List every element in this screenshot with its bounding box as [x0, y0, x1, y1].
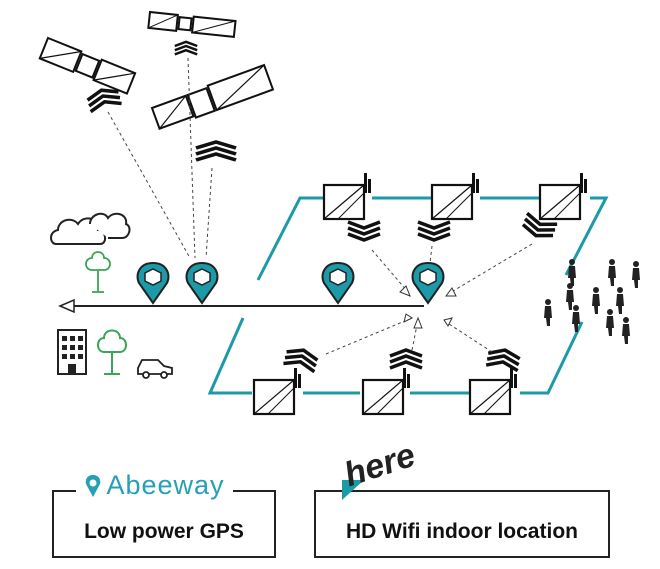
- person-icon: [592, 287, 600, 314]
- signal-chevrons-icon: [196, 142, 236, 160]
- car-icon: [137, 359, 173, 379]
- building-icon: [57, 329, 87, 375]
- wifi-router-icon: [361, 366, 412, 416]
- signal-chevrons-icon: [346, 220, 382, 242]
- here-logo: here: [336, 436, 424, 500]
- wifi-router-icon: [252, 366, 303, 416]
- wifi-legend-label: HD Wifi indoor location: [346, 520, 578, 543]
- wifi-router-icon: [322, 171, 373, 221]
- satellite-icon: [147, 10, 237, 39]
- wifi-arrowheads: [399, 285, 457, 329]
- building-outline: [207, 196, 609, 395]
- person-icon: [616, 287, 624, 314]
- people-group: [544, 259, 640, 344]
- tree-icon: [85, 251, 111, 293]
- gps-signal-lines: [107, 57, 213, 259]
- satellite-icon: [38, 37, 137, 95]
- location-pin-icon: [136, 262, 170, 304]
- tree-icon: [97, 329, 127, 375]
- signal-chevrons-icon: [416, 220, 452, 242]
- location-pin-icon: [85, 474, 101, 497]
- path-arrow: [58, 298, 75, 314]
- abeeway-logo: Abeeway: [76, 470, 233, 501]
- wifi-router-icon: [430, 171, 481, 221]
- location-pin-icon: [321, 262, 355, 304]
- person-icon: [544, 299, 552, 326]
- person-icon: [622, 317, 630, 344]
- location-pin-icon: [185, 262, 219, 304]
- person-icon: [608, 259, 616, 286]
- person-icon: [566, 283, 574, 310]
- signal-chevrons-icon: [484, 345, 523, 373]
- location-pin-icon: [411, 262, 445, 304]
- signal-chevrons-icon: [84, 84, 124, 114]
- signal-chevrons-icon: [388, 348, 424, 370]
- here-mark-icon: [342, 480, 364, 500]
- signal-chevrons-icon: [173, 40, 199, 56]
- abeeway-brand: Abeeway: [106, 470, 225, 500]
- wifi-legend-box: HD Wifi indoor location: [314, 490, 610, 558]
- satellite-icon: [151, 63, 275, 130]
- wifi-router-icon: [538, 171, 589, 221]
- person-icon: [606, 309, 614, 336]
- cloud-icon: [50, 212, 131, 245]
- person-icon: [568, 259, 576, 286]
- wifi-router-icon: [468, 366, 519, 416]
- gps-legend-label: Low power GPS: [84, 520, 244, 543]
- person-icon: [632, 261, 640, 288]
- signal-chevrons-icon: [281, 344, 321, 374]
